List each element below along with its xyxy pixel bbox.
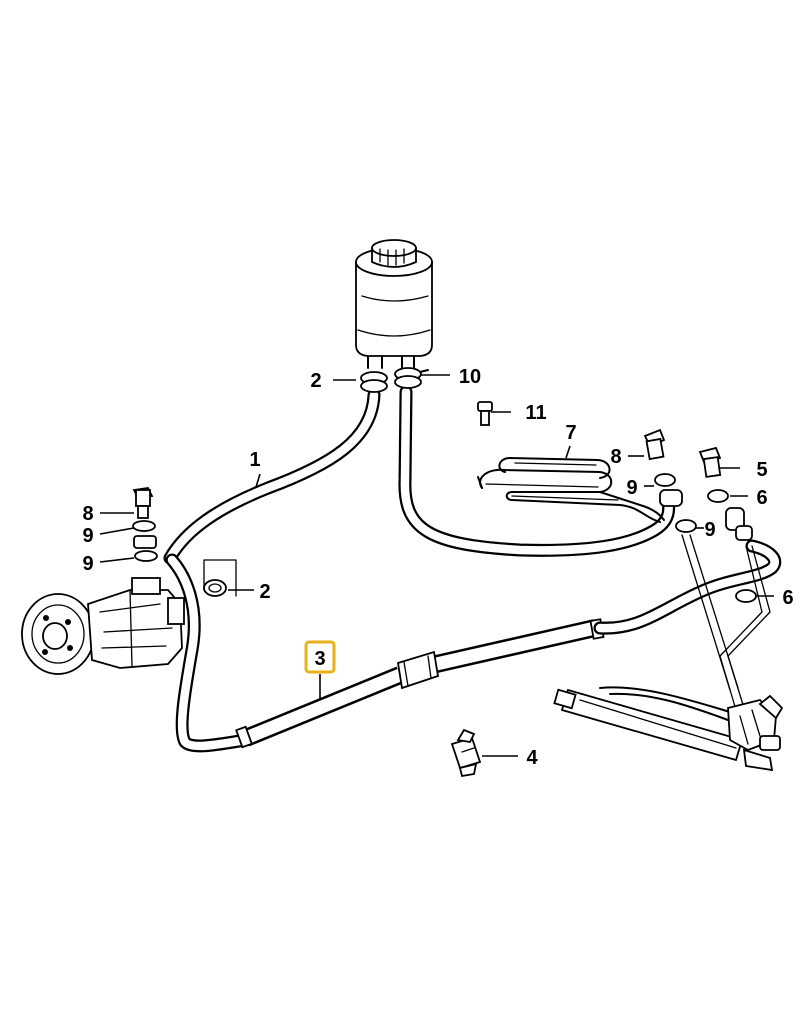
svg-text:9: 9 — [704, 519, 715, 541]
banjo-fitting-rack-left[interactable] — [659, 489, 683, 507]
callout-5[interactable]: 5 — [756, 459, 767, 481]
return-hose-10[interactable] — [398, 385, 676, 557]
hose-clip-4[interactable] — [450, 728, 482, 778]
callout-2-reservoir[interactable]: 2 — [310, 370, 321, 392]
callout-8-pump[interactable]: 8 — [82, 503, 93, 525]
callout-3-highlighted[interactable]: 3 — [304, 640, 336, 674]
svg-text:9: 9 — [82, 553, 93, 575]
svg-text:9: 9 — [82, 525, 93, 547]
svg-text:2: 2 — [259, 581, 270, 603]
callout-8-rack[interactable]: 8 — [610, 446, 621, 468]
svg-text:9: 9 — [626, 477, 637, 499]
steering-pump[interactable] — [21, 577, 185, 675]
assembly-guide-lines — [681, 534, 771, 711]
cooler-loop-7[interactable] — [477, 457, 665, 523]
callout-7[interactable]: 7 — [565, 422, 576, 444]
svg-text:4: 4 — [526, 747, 538, 769]
steering-rack[interactable] — [553, 686, 784, 772]
callout-6-upper[interactable]: 6 — [756, 487, 767, 509]
svg-text:3: 3 — [314, 648, 325, 670]
callout-1[interactable]: 1 — [249, 449, 260, 471]
washer-9-rack-lower[interactable] — [675, 519, 697, 533]
callout-6-lower[interactable]: 6 — [782, 587, 793, 609]
svg-text:6: 6 — [782, 587, 793, 609]
leader-lines — [99, 374, 774, 757]
bolt-11[interactable] — [477, 401, 493, 426]
svg-text:8: 8 — [82, 503, 93, 525]
hose-clamp-2-top[interactable] — [360, 371, 388, 393]
svg-text:11: 11 — [525, 402, 546, 424]
callout-9-rack-upper[interactable]: 9 — [626, 477, 637, 499]
hose-clamp-2-pump[interactable] — [203, 559, 237, 597]
banjo-bolt-8-rack[interactable] — [643, 428, 666, 461]
banjo-bolt-8-pump[interactable] — [132, 487, 154, 519]
callout-9-rack-lower[interactable]: 9 — [704, 519, 715, 541]
washer-6-upper[interactable] — [707, 489, 729, 503]
callout-4[interactable]: 4 — [526, 747, 538, 769]
svg-text:5: 5 — [756, 459, 767, 481]
callout-2-pump[interactable]: 2 — [259, 581, 270, 603]
washer-9-pump-upper[interactable] — [132, 520, 156, 532]
svg-text:7: 7 — [565, 422, 576, 444]
selection-highlight — [304, 640, 336, 674]
svg-text:8: 8 — [610, 446, 621, 468]
pressure-hose-3[interactable] — [165, 539, 782, 753]
callout-9-pump-lower[interactable]: 9 — [82, 553, 93, 575]
banjo-fitting-rack-right[interactable] — [725, 507, 753, 541]
callout-11[interactable]: 11 — [525, 402, 546, 424]
washer-6-lower[interactable] — [735, 589, 757, 603]
washer-9-rack-upper[interactable] — [654, 473, 676, 487]
callout-10[interactable]: 10 — [459, 366, 481, 388]
hose-1[interactable] — [163, 388, 381, 565]
hose-clamp-10[interactable] — [394, 367, 429, 389]
banjo-bolt-5[interactable] — [698, 446, 722, 478]
svg-text:10: 10 — [459, 366, 481, 388]
banjo-fitting-pump[interactable] — [133, 535, 157, 549]
washer-9-pump-lower[interactable] — [134, 550, 158, 562]
svg-text:1: 1 — [249, 449, 260, 471]
svg-text:2: 2 — [310, 370, 321, 392]
svg-text:6: 6 — [756, 487, 767, 509]
callout-9-pump-upper[interactable]: 9 — [82, 525, 93, 547]
fluid-reservoir[interactable] — [355, 239, 433, 369]
